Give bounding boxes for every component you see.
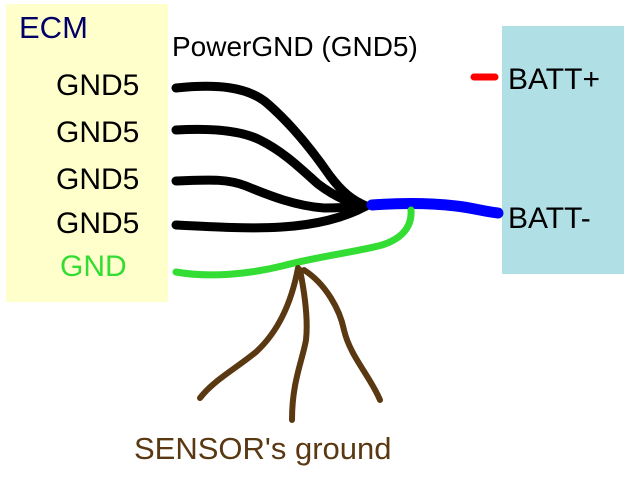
- ecm-pin-gnd5: GND5: [56, 116, 140, 149]
- batt-plus-label: BATT+: [508, 63, 600, 96]
- ecm-box: [6, 4, 168, 302]
- sensor-wire-left: [197, 265, 301, 401]
- ecm-title: ECM: [19, 10, 88, 45]
- power-gnd-wire-3: [171, 175, 371, 213]
- power-gnd-wire-4: [171, 201, 371, 233]
- batt-negative-wire: [366, 198, 504, 219]
- sensor-gnd-wire: [172, 206, 415, 279]
- diagram-title: PowerGND (GND5): [172, 31, 418, 62]
- ecm-pin-gnd5: GND5: [56, 69, 140, 102]
- battery-box: [502, 26, 624, 274]
- sensor-wire-right: [301, 267, 383, 403]
- power-gnd-wire-1: [171, 81, 371, 211]
- ecm-pin-gnd5: GND5: [56, 163, 140, 196]
- batt-minus-label: BATT-: [508, 202, 591, 235]
- power-gnd-wire-2: [171, 124, 371, 211]
- sensor-ground-label: SENSOR's ground: [134, 431, 392, 466]
- ecm-pin-gnd5: GND5: [56, 207, 140, 240]
- sensor-wire-middle: [289, 267, 310, 423]
- ecm-pin-gnd: GND: [60, 250, 127, 283]
